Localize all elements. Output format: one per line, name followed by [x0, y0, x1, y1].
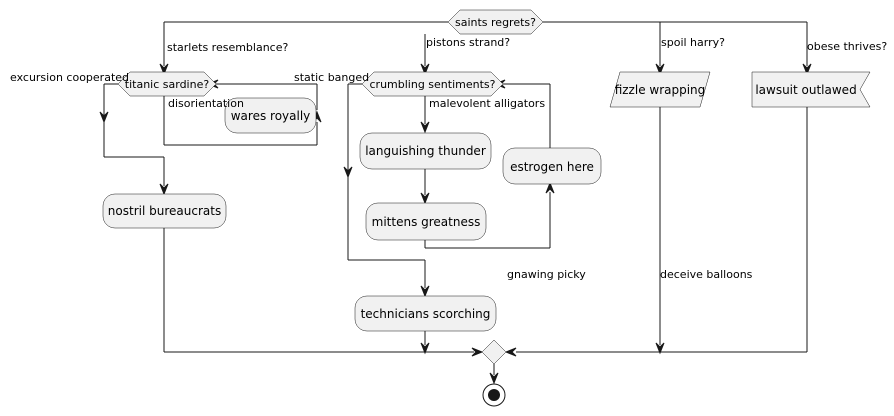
merge-diamond — [481, 339, 507, 365]
arrowhead — [420, 342, 430, 355]
arrowhead — [420, 192, 430, 205]
edge-label: deceive balloons — [660, 268, 753, 281]
activity-label: fizzle wrapping — [615, 83, 706, 97]
activity-nostril-bureaucrats: nostril bureaucrats — [102, 193, 227, 229]
arrowhead — [655, 63, 665, 76]
activity-label: languishing thunder — [365, 144, 486, 158]
arrowhead — [489, 372, 499, 385]
edge-label: starlets resemblance? — [167, 41, 289, 54]
activity-estrogen-here: estrogen here — [502, 147, 602, 185]
activity-label: mittens greatness — [372, 215, 481, 229]
activity-label: technicians scorching — [361, 307, 491, 321]
decision-crumbling-sentiments: crumbling sentiments? — [361, 71, 504, 97]
arrowhead — [159, 63, 169, 76]
decision-label: titanic sardine? — [125, 78, 210, 91]
edge-label: disorientation — [168, 97, 244, 110]
arrowhead — [420, 285, 430, 298]
edge-label: pistons strand? — [426, 36, 510, 49]
arrowhead — [420, 63, 430, 76]
decision-label: crumbling sentiments? — [370, 78, 496, 91]
arrowhead — [99, 111, 109, 124]
activity-fizzle-wrapping: fizzle wrapping — [609, 71, 711, 108]
edge-label: malevolent alligators — [429, 97, 545, 110]
activity-label: wares royally — [231, 109, 311, 123]
arrowhead — [655, 342, 665, 355]
arrowhead — [504, 347, 517, 357]
activity-languishing-thunder: languishing thunder — [359, 132, 492, 170]
decision-label: saints regrets? — [455, 16, 536, 29]
activity-label: lawsuit outlawed — [755, 83, 856, 97]
arrowhead — [343, 166, 353, 179]
edge-label: excursion cooperated — [10, 71, 129, 84]
edge-label: static banged — [294, 71, 369, 84]
arrowhead — [545, 181, 555, 194]
arrowhead — [159, 183, 169, 196]
activity-lawsuit-outlawed: lawsuit outlawed — [751, 71, 871, 108]
edge-label: obese thrives? — [807, 40, 887, 53]
decision-titanic-sardine: titanic sardine? — [117, 71, 217, 97]
activity-technicians-scorching: technicians scorching — [354, 295, 497, 332]
decision-saints-regrets: saints regrets? — [447, 9, 544, 35]
activity-label: estrogen here — [510, 160, 594, 174]
activity-mittens-greatness: mittens greatness — [365, 202, 487, 241]
arrowhead — [802, 63, 812, 76]
activity-label: nostril bureaucrats — [108, 204, 221, 218]
arrowhead — [471, 347, 484, 357]
activity-wares-royally: wares royally — [224, 97, 317, 134]
end-node — [482, 383, 506, 407]
edge-label: spoil harry? — [661, 36, 725, 49]
arrowhead — [420, 121, 430, 134]
edge-label: gnawing picky — [507, 268, 586, 281]
